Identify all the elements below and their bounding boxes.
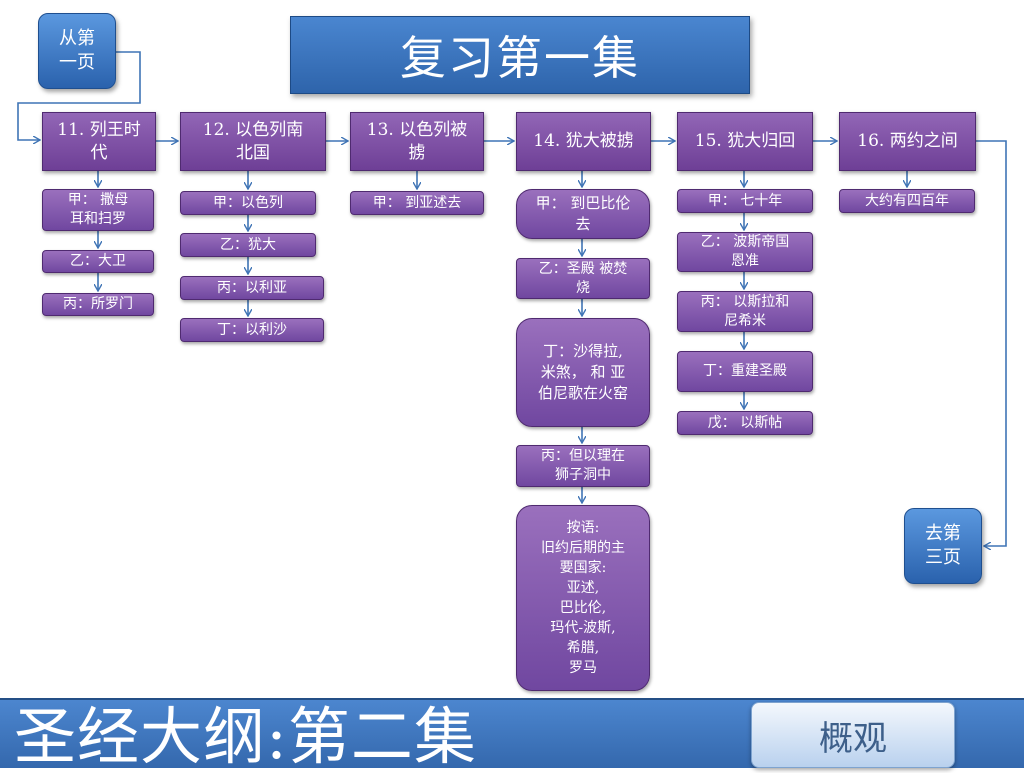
heading-divided-kingdom[interactable]: 12. 以色列南 北国 (180, 112, 326, 171)
item-fiery-furnace: 丁：沙得拉, 米煞， 和 亚 伯尼歌在火窑 (516, 318, 650, 427)
note-line: 亚述, (566, 580, 600, 596)
item-ezra-nehemiah: 丙： 以斯拉和 尼希米 (677, 291, 813, 332)
connector-end (976, 140, 1007, 546)
heading-return[interactable]: 15. 犹大归回 (677, 112, 813, 171)
heading-intertestamental[interactable]: 16. 两约之间 (839, 112, 976, 171)
note-line: 玛代-波斯, (550, 620, 616, 636)
item-judah: 乙：犹大 (180, 233, 316, 257)
item-seventy-years: 甲： 七十年 (677, 189, 813, 213)
item-rebuild-temple: 丁：重建圣殿 (677, 351, 813, 392)
note-label: 按语: (566, 520, 600, 536)
item-to-babylon: 甲： 到巴比伦 去 (516, 189, 650, 239)
item-temple-burned: 乙：圣殿 被焚 烧 (516, 258, 650, 299)
overview-button[interactable]: 概观 (751, 702, 955, 768)
item-four-hundred-years: 大约有四百年 (839, 189, 975, 213)
footer-title: 圣经大纲:第二集 (14, 700, 477, 773)
footer-bar: 圣经大纲:第二集 概观 (0, 698, 1024, 772)
item-persian-decree: 乙： 波斯帝国 恩准 (677, 232, 813, 272)
note-line: 希腊, (566, 640, 600, 656)
item-elisha: 丁：以利沙 (180, 318, 324, 342)
item-solomon: 丙：所罗门 (42, 293, 154, 316)
note-line: 要国家: (559, 560, 607, 576)
next-page-button[interactable]: 去第 三页 (904, 508, 982, 584)
item-esther: 戊： 以斯帖 (677, 411, 813, 435)
note-box: 按语: 旧约后期的主 要国家: 亚述, 巴比伦, 玛代-波斯, 希腊, 罗马 (516, 505, 650, 691)
item-to-assyria: 甲： 到亚述去 (350, 191, 484, 215)
item-samuel-saul: 甲： 撒母 耳和扫罗 (42, 189, 154, 231)
item-lions-den: 丙：但以理在 狮子洞中 (516, 445, 650, 487)
note-line: 旧约后期的主 (541, 540, 625, 556)
heading-judah-exile[interactable]: 14. 犹大被掳 (516, 112, 651, 171)
item-david: 乙：大卫 (42, 250, 154, 273)
connector-start (17, 51, 141, 140)
heading-israel-exile[interactable]: 13. 以色列被 掳 (350, 112, 484, 171)
slide-title: 复习第一集 (290, 16, 750, 94)
item-elijah: 丙：以利亚 (180, 276, 324, 300)
note-line: 罗马 (569, 660, 597, 676)
note-line: 巴比伦, (559, 600, 607, 616)
prev-page-button[interactable]: 从第 一页 (38, 13, 116, 89)
item-israel: 甲：以色列 (180, 191, 316, 215)
heading-kings-era[interactable]: 11. 列王时 代 (42, 112, 156, 171)
